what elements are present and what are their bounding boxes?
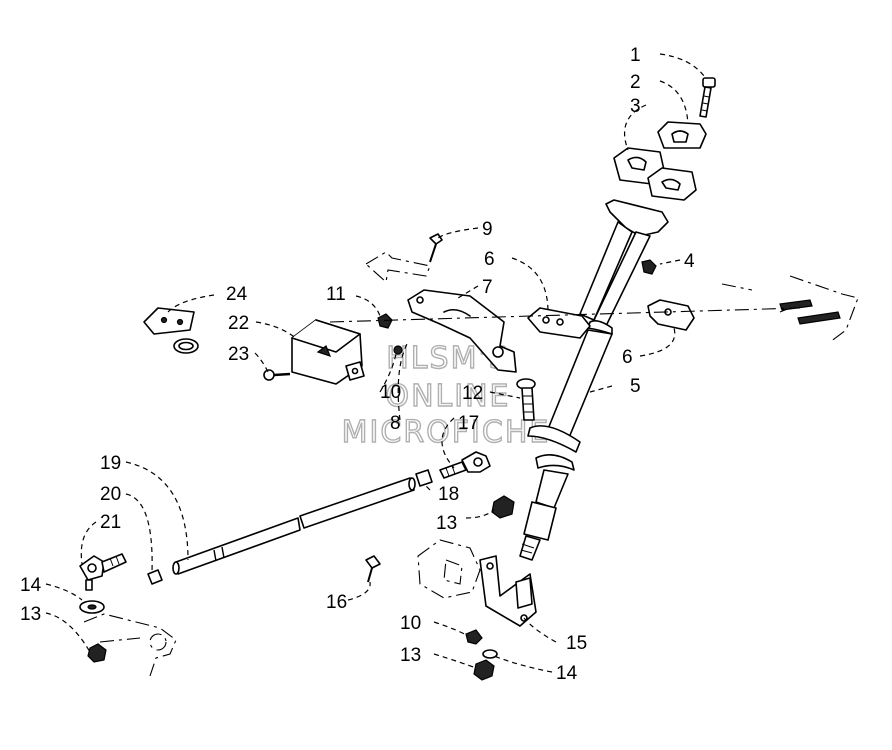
part-15-bearing-plate [479,555,537,627]
handlebar-centerline [329,307,801,323]
part-22-module [291,319,365,385]
callout-1: 1 [630,45,641,66]
callout-6-left: 6 [484,249,495,270]
part-14-washer-left [79,600,105,614]
callout-10-upper: 10 [380,382,401,403]
lower-bearing-block [417,539,481,599]
handlebar-stub-right [721,275,859,343]
part-14-washer-right [482,649,498,659]
part-10-washer-lower [465,629,483,645]
part-5-steering-post [519,199,669,561]
callout-labels: 1 2 3 4 5 6 6 7 8 9 10 10 11 12 13 13 13… [20,45,695,684]
callout-2: 2 [630,72,641,93]
callout-3: 3 [630,96,641,117]
part-1-cap-screw [699,77,716,118]
part-3-handlebar-blocks [613,147,697,201]
part-13-nut-middle [491,495,515,519]
part-9-screw [429,233,443,263]
part-18-jam-nut [415,469,433,487]
part-23-screw [263,369,291,381]
part-10-washer-upper [393,345,403,355]
watermark-line-3: MICROFICHE [342,415,551,450]
callout-10-lower: 10 [400,613,421,634]
steering-arm-lower-left [83,613,177,677]
callout-5: 5 [630,376,641,397]
callout-7: 7 [482,277,493,298]
callout-13-right: 13 [400,645,421,666]
callout-14-left: 14 [20,575,42,596]
callout-12: 12 [462,383,483,404]
part-17-tie-rod-end [439,451,491,479]
callout-16: 16 [326,592,347,613]
part-13-nut-left [87,643,107,663]
part-6-clamp-left [527,307,591,339]
leader-lines [45,53,705,673]
part-20-jam-nut [147,569,163,585]
callout-4: 4 [684,251,695,272]
part-24-bracket [143,307,199,354]
part-16-screw [365,555,381,583]
part-21-tie-rod-end [79,553,127,591]
part-7-steering-bracket [407,289,517,373]
part-11-nut [377,313,393,329]
callout-21: 21 [100,512,121,533]
callout-13-left: 13 [20,604,41,625]
callout-23: 23 [228,344,249,365]
part-4-nut [641,259,657,275]
callout-17: 17 [458,413,479,434]
part-13-nut-right [473,659,495,681]
callout-6-right: 6 [622,347,633,368]
callout-24: 24 [226,284,248,305]
part-19-tie-rod [172,477,416,575]
callout-8: 8 [390,413,401,434]
callout-20: 20 [100,484,121,505]
watermark-line-2: ONLINE [385,379,510,414]
callout-9: 9 [482,219,493,240]
callout-13-middle: 13 [436,513,457,534]
callout-11: 11 [326,284,346,305]
part-12-bolt [516,378,536,421]
callout-15: 15 [566,633,587,654]
callout-14-right: 14 [556,663,578,684]
callout-19: 19 [100,453,121,474]
direction-arrow-left [365,251,431,284]
callout-22: 22 [228,313,249,334]
part-6-clamp-right [647,299,695,331]
watermark: HLSM'S ONLINE MICROFICHE [341,340,551,450]
callout-18: 18 [438,484,459,505]
part-2-handlebar-cap [657,121,707,149]
